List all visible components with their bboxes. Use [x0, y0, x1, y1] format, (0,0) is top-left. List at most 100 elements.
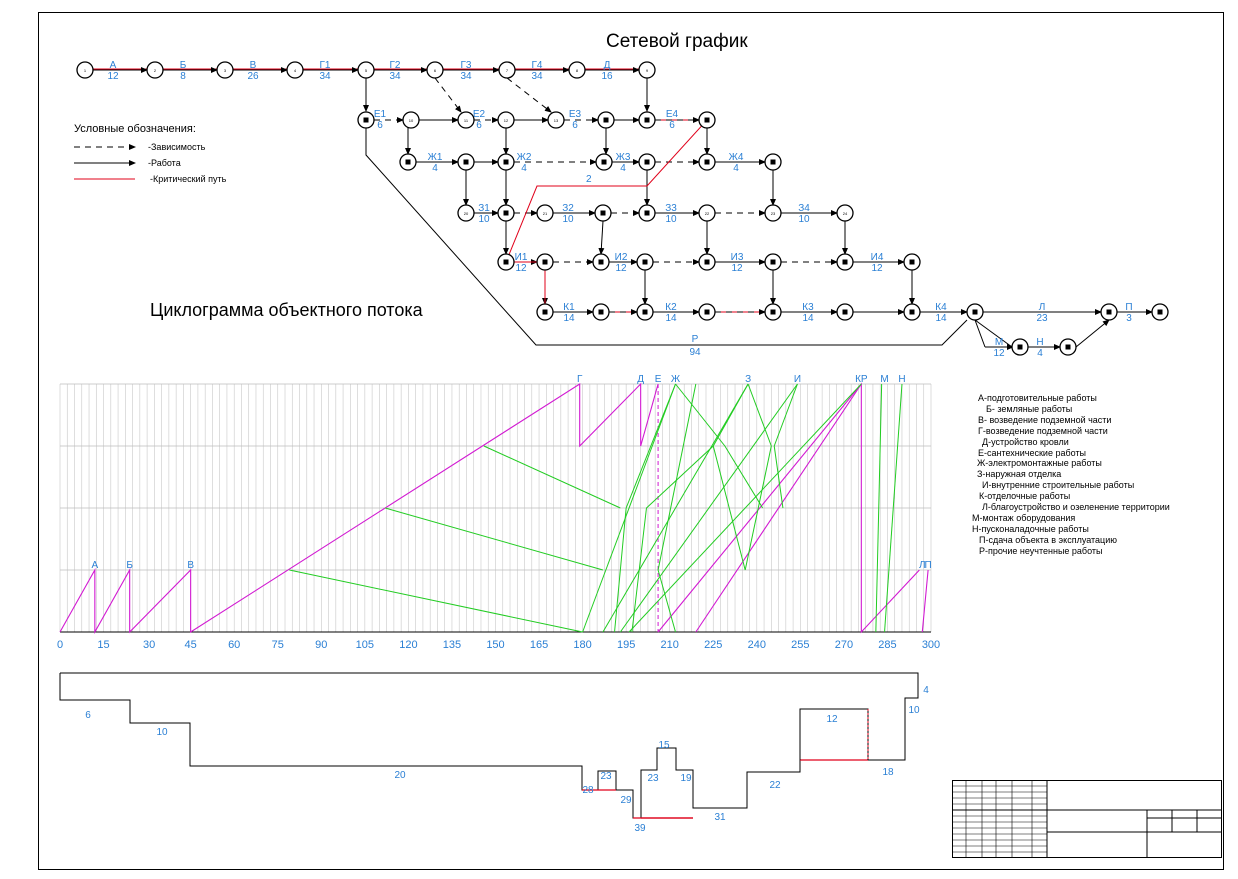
- legend-header: Условные обозначения:: [74, 123, 196, 135]
- event-node-marker: [503, 159, 509, 165]
- event-node-marker: [463, 159, 469, 165]
- stream-label: И: [794, 374, 801, 385]
- event-node-marker: [363, 117, 369, 123]
- cyclogram-flow-line: [59, 382, 659, 635]
- stream-label: М: [880, 374, 888, 385]
- work-duration-label: 34: [531, 71, 543, 82]
- event-node-marker: [842, 259, 848, 265]
- stream-label: П: [925, 560, 932, 571]
- event-node-number: 4: [294, 68, 297, 73]
- work-item: Н-пусконаладочные работы: [972, 523, 1089, 534]
- event-node-marker: [503, 210, 509, 216]
- x-tick-label: 75: [272, 639, 284, 651]
- resource-value-label: 10: [156, 727, 168, 738]
- work-duration-label: 6: [476, 120, 482, 131]
- resource-value-label: 22: [769, 780, 781, 791]
- resource-value-label: 28: [582, 785, 594, 796]
- event-node: [547, 111, 565, 129]
- event-node-number: 9: [646, 68, 649, 73]
- work-duration-label: 34: [389, 71, 401, 82]
- work-code-label: Е3: [569, 109, 582, 120]
- event-node-marker: [644, 117, 650, 123]
- work-item: М-монтаж оборудования: [972, 512, 1076, 523]
- event-node-marker: [1157, 309, 1163, 315]
- work-item: А-подготовительные работы: [978, 393, 1097, 403]
- event-node-marker: [972, 309, 978, 315]
- resource-value-label: 6: [85, 710, 91, 721]
- work-item: К-отделочные работы: [979, 491, 1071, 502]
- work-item: П-сдача объекта в эксплуатацию: [979, 534, 1117, 545]
- work-code-label: Н: [1036, 337, 1043, 348]
- resource-value-label: 23: [600, 771, 612, 782]
- work-code-label: И3: [731, 252, 744, 263]
- network-arrow: [974, 319, 1013, 348]
- event-node-marker: [704, 117, 710, 123]
- event-node-marker: [542, 259, 548, 265]
- network-arrow: [598, 220, 605, 255]
- work-duration-label: 14: [563, 313, 575, 324]
- cyclogram-flow-line: [712, 445, 746, 571]
- work-code-label: Г4: [532, 60, 543, 71]
- event-node: [764, 204, 782, 222]
- event-node: [698, 204, 716, 222]
- event-node: [457, 111, 475, 129]
- x-tick-label: 15: [97, 639, 109, 651]
- work-code-label: П: [1125, 302, 1132, 313]
- work-duration-label: 14: [935, 313, 947, 324]
- event-node-marker: [704, 159, 710, 165]
- event-node-number: 21: [543, 211, 548, 216]
- resource-value-label: 19: [680, 773, 692, 784]
- stream-label: КР: [855, 374, 868, 385]
- work-item: Ж-электромонтажные работы: [977, 458, 1102, 469]
- work-code-label: В: [250, 60, 257, 71]
- event-node: [836, 204, 854, 222]
- cyclogram-flow-line: [744, 383, 772, 571]
- cyclogram-flow-line: [773, 383, 798, 509]
- work-duration-label: 4: [432, 163, 438, 174]
- network-arrow: [365, 128, 968, 346]
- work-duration-label: 16: [601, 71, 613, 82]
- work-duration-label: 8: [180, 71, 186, 82]
- x-tick-label: 300: [922, 639, 940, 651]
- work-duration-label: 12: [731, 263, 743, 274]
- event-node-marker: [603, 117, 609, 123]
- x-tick-label: 90: [315, 639, 327, 651]
- event-node-number: 3: [224, 68, 227, 73]
- work-duration-label: 23: [1036, 313, 1048, 324]
- event-node-marker: [770, 259, 776, 265]
- work-item: З-наружная отделка: [977, 469, 1062, 480]
- network-arrow: [434, 77, 462, 113]
- event-node-marker: [503, 259, 509, 265]
- work-duration-label: 14: [665, 313, 677, 324]
- legend-work-label: -Работа: [148, 158, 181, 168]
- work-item: Г-возведение подземной части: [978, 425, 1108, 436]
- stream-label: Л: [919, 560, 926, 571]
- x-tick-label: 285: [878, 639, 896, 651]
- work-code-label: Е2: [473, 109, 486, 120]
- event-node-marker: [405, 159, 411, 165]
- x-tick-label: 255: [791, 639, 809, 651]
- cyclogram-flow-line: [921, 569, 929, 633]
- event-node-number: 20: [464, 211, 469, 216]
- stream-label: В: [187, 560, 194, 571]
- event-node-marker: [704, 309, 710, 315]
- work-code-label: А: [110, 60, 117, 71]
- event-node-marker: [909, 259, 915, 265]
- x-tick-label: 60: [228, 639, 240, 651]
- cyclogram-flow-line: [628, 383, 862, 633]
- event-node-marker: [601, 159, 607, 165]
- work-code-label: Ж3: [616, 152, 631, 163]
- work-code-label: К2: [665, 302, 677, 313]
- stream-label: Г: [577, 374, 583, 385]
- cyclogram-title: Циклограмма объектного потока: [150, 300, 423, 320]
- cyclogram-flow-line: [875, 383, 883, 633]
- cyclogram-flow-line: [631, 383, 749, 633]
- work-code-label: З4: [798, 203, 810, 214]
- event-node-marker: [642, 309, 648, 315]
- network-title: Сетевой график: [606, 31, 748, 52]
- x-tick-label: 210: [661, 639, 679, 651]
- event-node: [457, 204, 475, 222]
- event-node-marker: [770, 159, 776, 165]
